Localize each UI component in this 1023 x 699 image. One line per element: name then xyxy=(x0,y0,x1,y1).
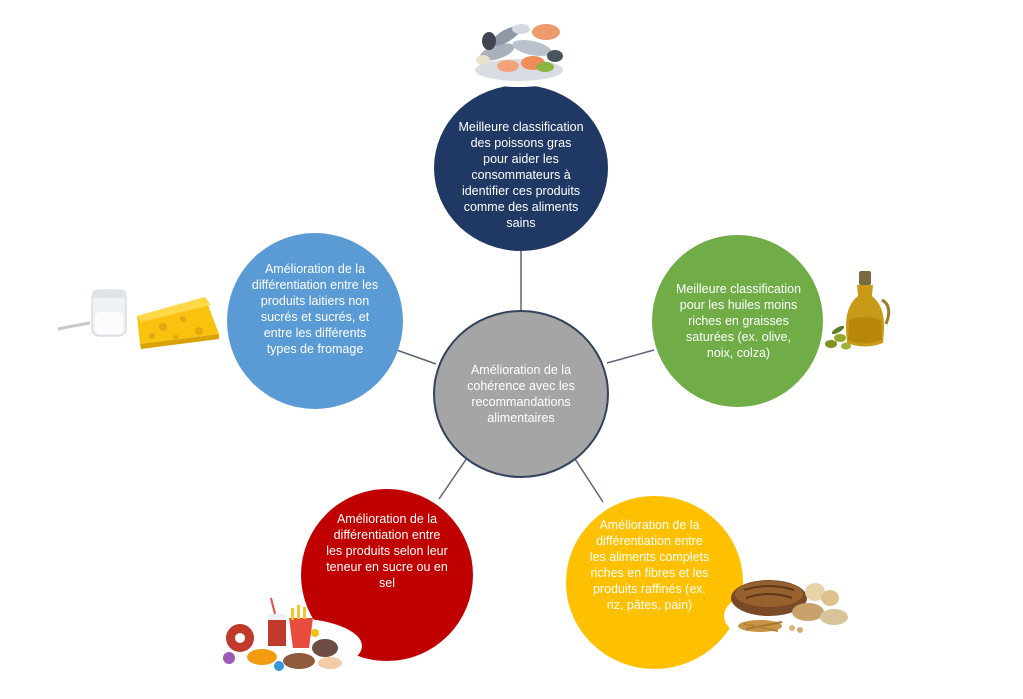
junk-food-icon xyxy=(218,597,362,674)
olive-oil-bottle-icon xyxy=(825,271,891,350)
connector-left xyxy=(390,347,437,365)
node-oils-text: Meilleure classification pour les huiles… xyxy=(675,282,802,360)
node-dairy: Amélioration de la différentiation entre… xyxy=(227,233,403,409)
node-fatty-fish-text: Meilleure classification des poissons gr… xyxy=(458,120,584,230)
node-whole-grains: Amélioration de la différentiation entre… xyxy=(566,496,743,669)
connector-bottom-left xyxy=(438,457,468,500)
node-fatty-fish: Meilleure classification des poissons gr… xyxy=(434,85,608,251)
connector-bottom-right xyxy=(574,458,604,503)
seafood-platter-icon xyxy=(469,24,569,87)
center-node-text: Amélioration de la cohérence avec les re… xyxy=(467,363,575,425)
node-oils: Meilleure classification pour les huiles… xyxy=(652,235,823,407)
node-dairy-text: Amélioration de la différentiation entre… xyxy=(251,262,379,356)
center-node: Amélioration de la cohérence avec les re… xyxy=(433,310,609,478)
whole-grain-bread-icon xyxy=(724,580,856,646)
connector-right xyxy=(606,349,655,364)
node-whole-grains-text: Amélioration de la différentiation entre… xyxy=(589,517,710,612)
yogurt-and-cheese-icon xyxy=(57,289,219,349)
node-sugar-salt-text: Amélioration de la différentiation entre… xyxy=(326,512,448,590)
